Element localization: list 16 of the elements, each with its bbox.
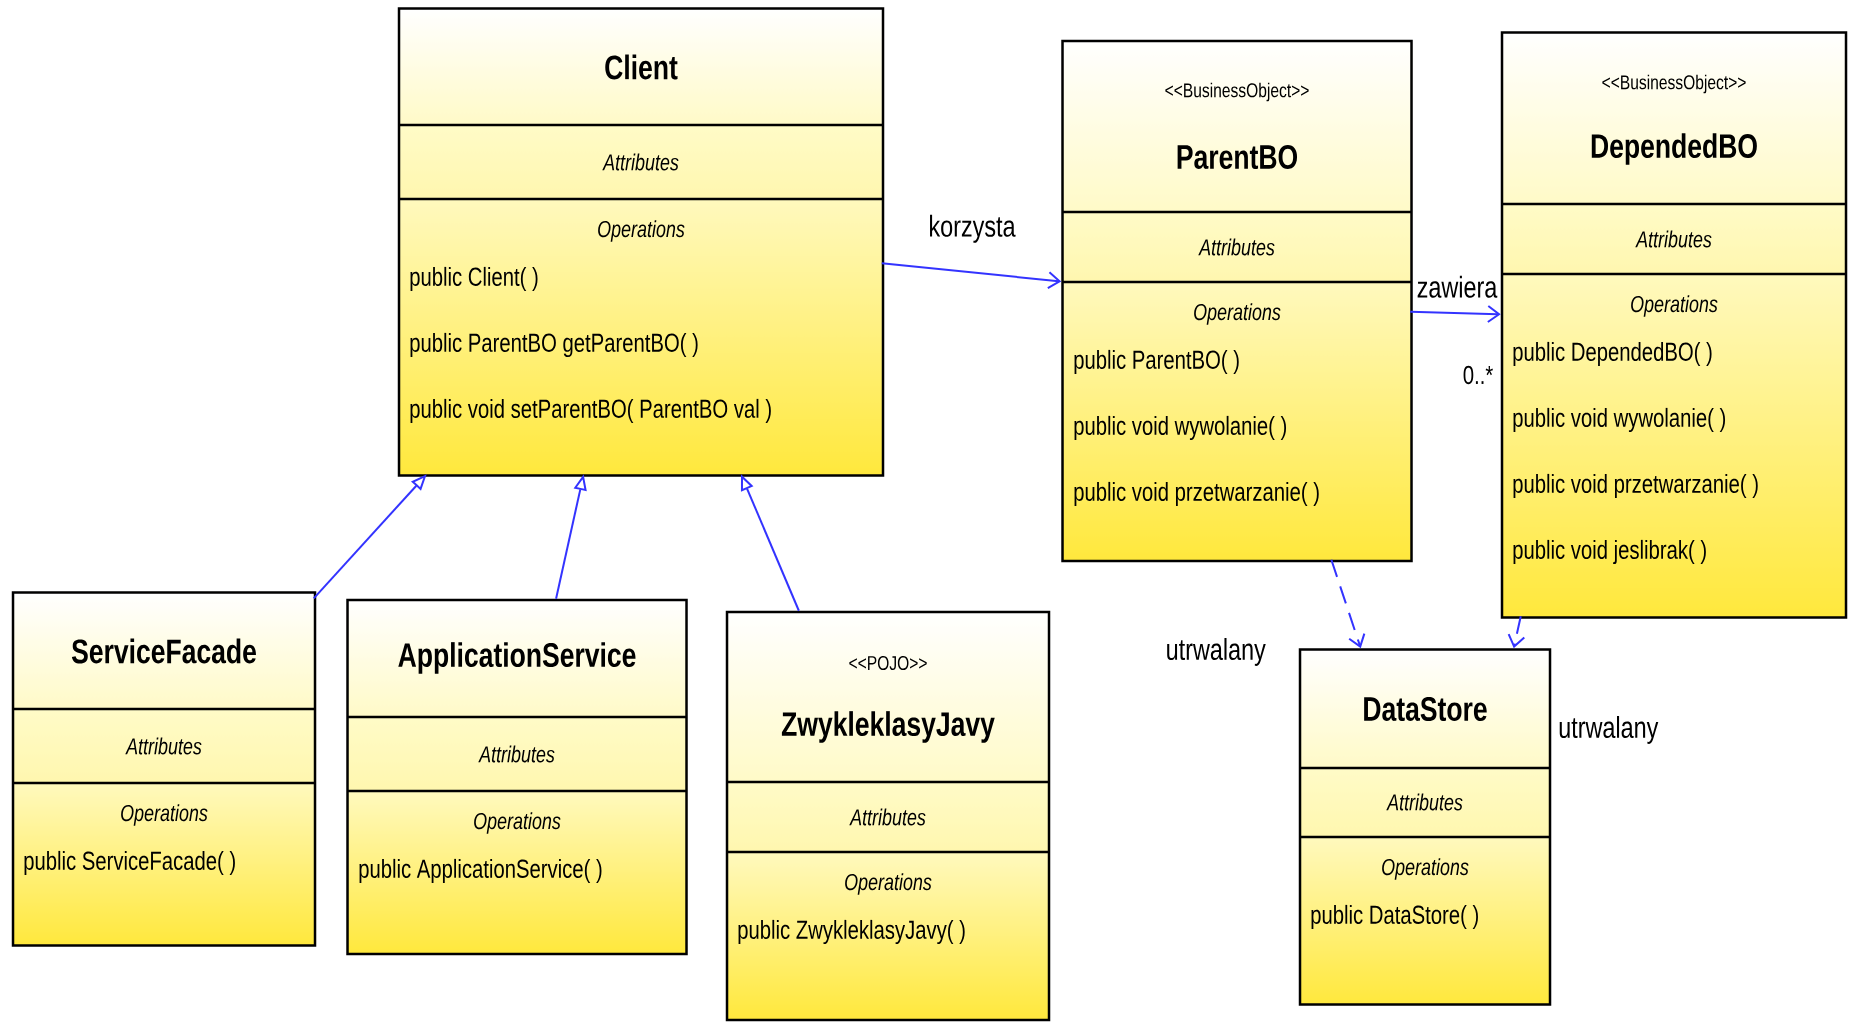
edge-label: korzysta	[930, 214, 1016, 243]
edge-label: utrwalany	[1559, 716, 1659, 744]
class-box: <<POJO>> ZwykleklasyJavy Attributes Operations public ZwykleklasyJavy( )	[725, 610, 1051, 1022]
arrow	[880, 262, 1062, 290]
class-box: DataStore Attributes Operations public DataStore( )	[1298, 648, 1552, 1006]
edge-label: utrwalany	[1167, 638, 1266, 666]
arrow	[1507, 615, 1526, 649]
multiplicity-label: 0..*	[1463, 365, 1493, 385]
class-box: <<BusinessObject>> ParentBO Attributes Operations public ParentBO( ) public void wywolanie( ) public void przetwarzanie( )	[1061, 39, 1413, 563]
class-box: <<BusinessObject>> DependedBO Attributes Operations public DependedBO( ) public void wywolanie( ) public void przetwarzanie( ) public void jeslibrak( )	[1500, 31, 1848, 619]
edge-label: zawiera	[1417, 275, 1498, 298]
class-box: ApplicationService Attributes Operations public ApplicationService( )	[346, 598, 688, 956]
class-box: Client Attributes Operations public Client( ) public ParentBO getParentBO( ) public void setParentBO( ParentBO val )	[397, 7, 885, 477]
arrow	[1330, 558, 1366, 649]
class-box: ServiceFacade Attributes Operations public ServiceFacade( )	[11, 591, 317, 947]
arrow	[1409, 305, 1501, 323]
